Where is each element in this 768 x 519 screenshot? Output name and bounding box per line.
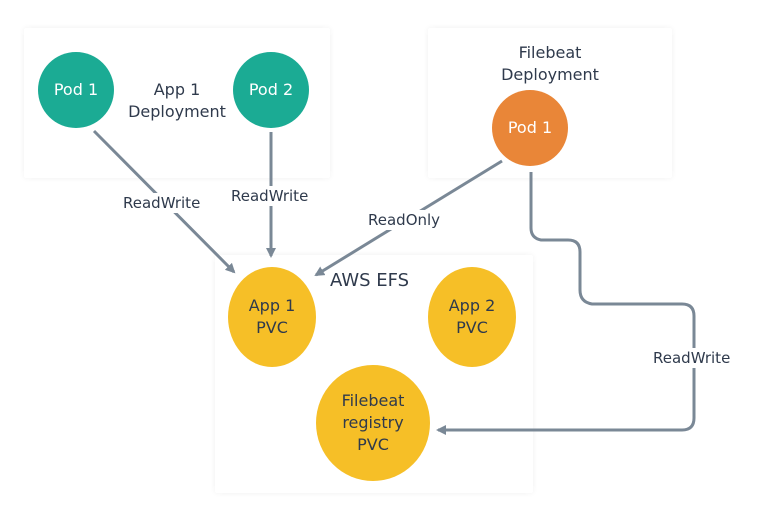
edge-label-filebeat-registry-readwrite: ReadWrite bbox=[651, 348, 733, 368]
filebeat-registry-pvc-node: Filebeat registry PVC bbox=[316, 365, 430, 481]
edge-filebeat-to-registry-pvc bbox=[436, 172, 696, 435]
app1-pod2-node: Pod 2 bbox=[233, 52, 309, 128]
filebeat-pod1-node: Pod 1 bbox=[492, 90, 568, 166]
aws-efs-label: AWS EFS bbox=[330, 270, 410, 291]
edge-label-pod1-readwrite: ReadWrite bbox=[121, 193, 203, 213]
app1-pvc-node: App 1 PVC bbox=[228, 267, 316, 367]
edge-label-filebeat-readonly: ReadOnly bbox=[366, 210, 443, 230]
edge-label-pod2-readwrite: ReadWrite bbox=[229, 186, 311, 206]
app1-pod1-node: Pod 1 bbox=[38, 52, 114, 128]
app1-deployment-label: App 1 Deployment bbox=[128, 80, 226, 121]
filebeat-deployment-label: Filebeat Deployment bbox=[501, 43, 599, 84]
app2-pvc-node: App 2 PVC bbox=[428, 267, 516, 367]
